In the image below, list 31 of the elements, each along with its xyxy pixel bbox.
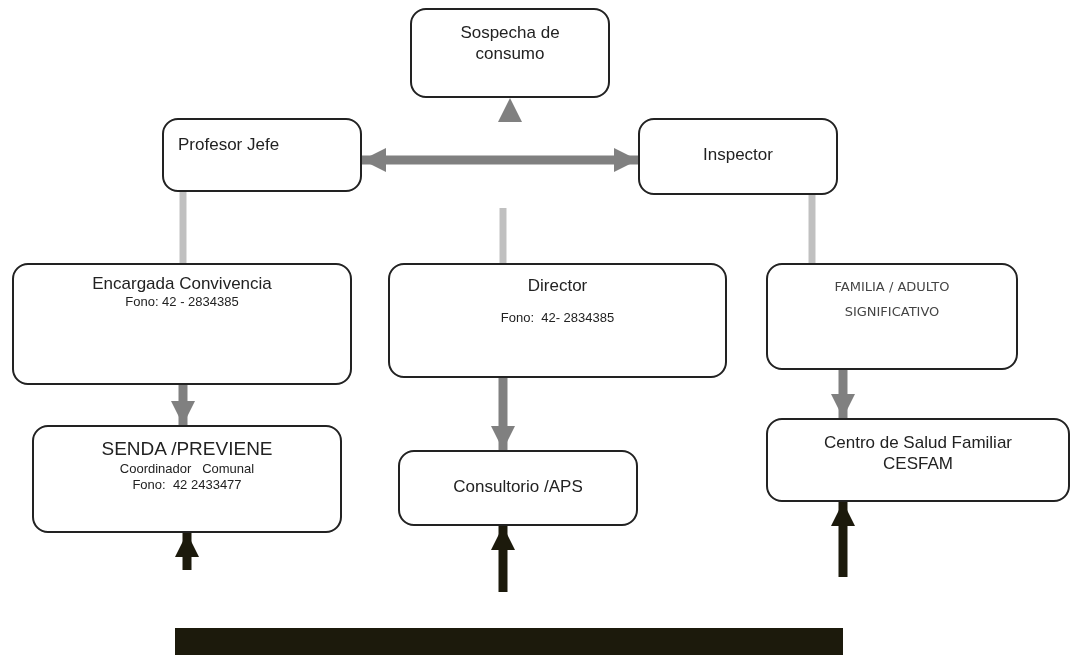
double-arrow — [362, 148, 638, 172]
node-label: Profesor Jefe — [178, 134, 281, 156]
node-detail: Fono: 42 - 2834385 — [124, 294, 240, 311]
process-box — [638, 118, 838, 195]
node-detail: Fono: 42 2433477 — [131, 477, 243, 494]
arrow — [175, 533, 199, 570]
arrow — [491, 526, 515, 592]
process-box — [32, 425, 342, 533]
arrow — [491, 378, 515, 450]
node-label: Consultorio /APS — [452, 476, 584, 498]
process-box — [766, 263, 1018, 370]
node-label: Sospecha de consumo — [459, 22, 561, 65]
arrow — [831, 370, 855, 418]
process-box — [162, 118, 362, 192]
process-box — [12, 263, 352, 385]
node-label: FAMILIA / ADULTO SIGNIFICATIVO — [833, 278, 951, 321]
process-box — [766, 418, 1070, 502]
node-label: Centro de Salud Familiar CESFAM — [823, 432, 1013, 475]
connector-line — [179, 192, 187, 263]
arrow — [171, 385, 195, 425]
node-label: Director — [526, 275, 589, 297]
connector-line — [808, 195, 816, 263]
node-label: Inspector — [702, 144, 774, 166]
arrow — [831, 502, 855, 577]
node-label: Encargada Convivencia — [91, 273, 273, 295]
node-detail: Coordinador Comunal — [118, 460, 256, 477]
process-box — [398, 450, 638, 526]
node-detail: Fono: 42- 2834385 — [499, 310, 616, 327]
process-box — [410, 8, 610, 98]
process-box — [388, 263, 727, 378]
node-label: SENDA /PREVIENE — [100, 437, 274, 461]
